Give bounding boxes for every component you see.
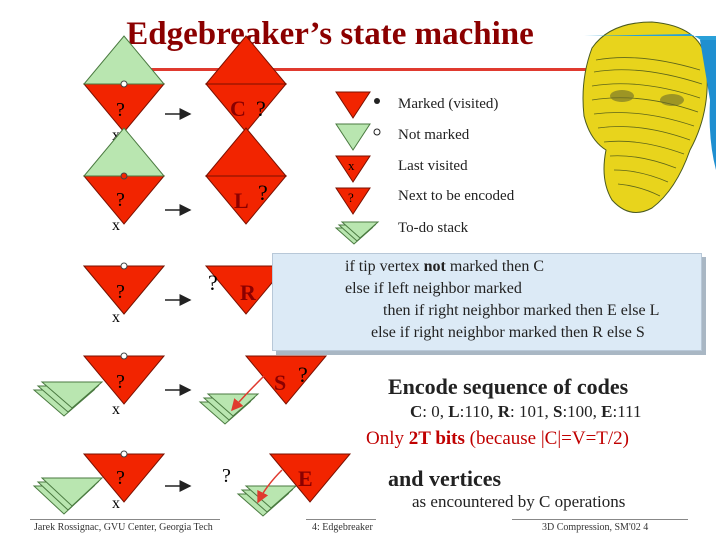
rule-line-4: else if right neighbor marked then R els… (371, 324, 645, 341)
label-q: ? (116, 371, 125, 393)
label-q: ? (116, 467, 125, 489)
legend-last-visited-icon: x (335, 155, 371, 183)
todo-stack-icon (236, 485, 298, 517)
label-q: ? (298, 362, 308, 387)
legend-not-marked-label: Not marked (398, 127, 470, 143)
legend-marked-label: Marked (visited) (398, 96, 499, 112)
rule-line-1: if tip vertex not marked then C (345, 258, 545, 275)
label-q: ? (116, 281, 125, 303)
code-list: C: 0, L:110, R: 101, S:100, E:111 (410, 402, 642, 421)
footer-center: 4: Edgebreaker (312, 522, 373, 533)
label-x: x (112, 309, 120, 326)
label-q: ? (116, 99, 125, 121)
vertices-subtext: as encountered by C operations (412, 492, 626, 511)
bit-count-note: Only 2T bits (because |C|=V=T/2) (366, 428, 630, 449)
svg-text:?: ? (348, 190, 354, 205)
rule-line-3: then if right neighbor marked then E els… (383, 302, 660, 319)
footer-author: Jarek Rossignac, GVU Center, Georgia Tec… (34, 522, 213, 533)
code-l-label: L (234, 188, 249, 213)
code-s-label: S (274, 370, 286, 395)
label-x: x (112, 495, 120, 512)
rule-line-2: else if left neighbor marked (345, 280, 522, 297)
footer-course: 3D Compression, SM'02 4 (542, 522, 649, 533)
slide-title: Edgebreaker’s state machine (126, 16, 534, 52)
code-c-label: C (230, 96, 246, 121)
label-q: ? (222, 465, 231, 487)
legend-next-icon: ? (335, 187, 371, 215)
todo-stack-icon (32, 381, 104, 417)
label-q: ? (208, 270, 218, 295)
label-q: ? (258, 180, 268, 205)
code-e-label: E (298, 466, 313, 491)
encode-heading: Encode sequence of codes (388, 374, 629, 399)
todo-stack-icon (198, 393, 260, 425)
vertices-heading: and vertices (388, 466, 502, 491)
todo-stack-icon (32, 477, 104, 515)
triangle-c-before-tip (82, 35, 166, 85)
svg-text:x: x (348, 158, 355, 173)
label-x: x (112, 217, 120, 234)
label-q: ? (116, 189, 125, 211)
legend-todo-stack-icon (334, 221, 380, 245)
code-r-label: R (240, 280, 257, 305)
legend-next-label: Next to be encoded (398, 188, 515, 204)
label-x: x (112, 127, 120, 144)
legend-last-visited-label: Last visited (398, 158, 468, 174)
label-q: ? (256, 96, 266, 121)
rules-box: if tip vertex not marked then C else if … (272, 253, 702, 351)
label-x: x (112, 401, 120, 418)
legend-not-marked-icon (335, 123, 381, 151)
title-underline (100, 68, 640, 71)
legend-todo-label: To-do stack (398, 220, 469, 236)
legend-marked-icon (335, 91, 380, 119)
